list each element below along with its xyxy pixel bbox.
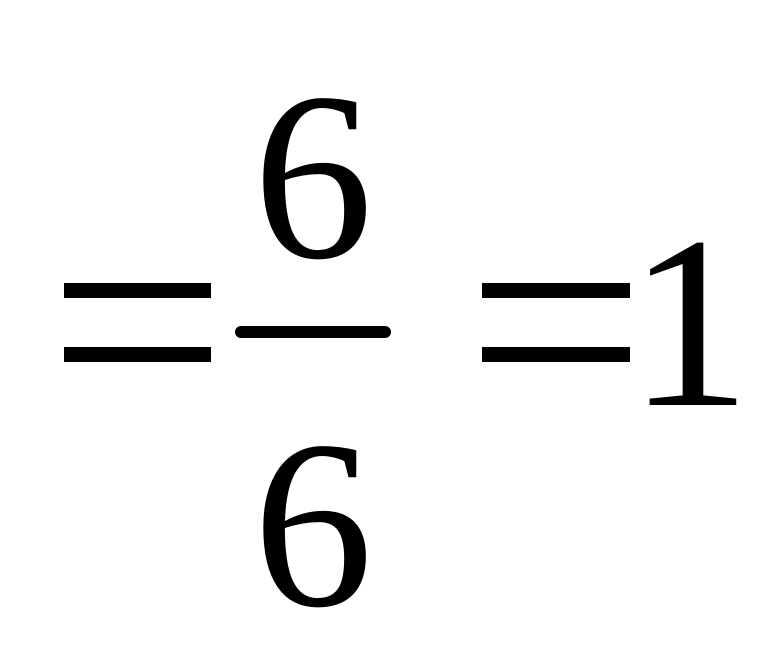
equals-bottom-bar [64, 347, 211, 362]
fraction-denominator: 6 [253, 391, 373, 657]
fraction-bar [235, 326, 391, 338]
equals-top-bar [482, 283, 630, 298]
result-value: 1 [628, 187, 751, 459]
equals-top-bar [64, 283, 211, 298]
equals-bottom-bar [482, 347, 630, 362]
fraction-numerator: 6 [253, 43, 373, 309]
